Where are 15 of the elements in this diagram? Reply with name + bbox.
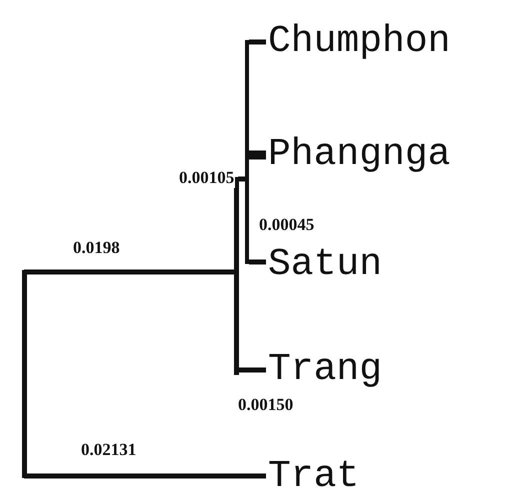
tree-branch [24,474,266,478]
taxon-label: Chumphon [268,20,450,64]
tree-branch [24,270,234,274]
tree-node-bar [22,270,27,478]
tree-branch [249,260,266,264]
tree-branch [249,150,266,160]
tree-node-bar [245,40,249,264]
taxon-label: Trang [268,348,382,392]
taxon-label: Trat [268,455,360,498]
tree-branch [239,368,266,372]
taxon-label: Phangnga [268,133,450,177]
tree-node-bar [234,177,239,375]
tree-branch [238,176,246,182]
taxon-label: Satun [268,243,382,287]
tree-branch [249,40,266,44]
